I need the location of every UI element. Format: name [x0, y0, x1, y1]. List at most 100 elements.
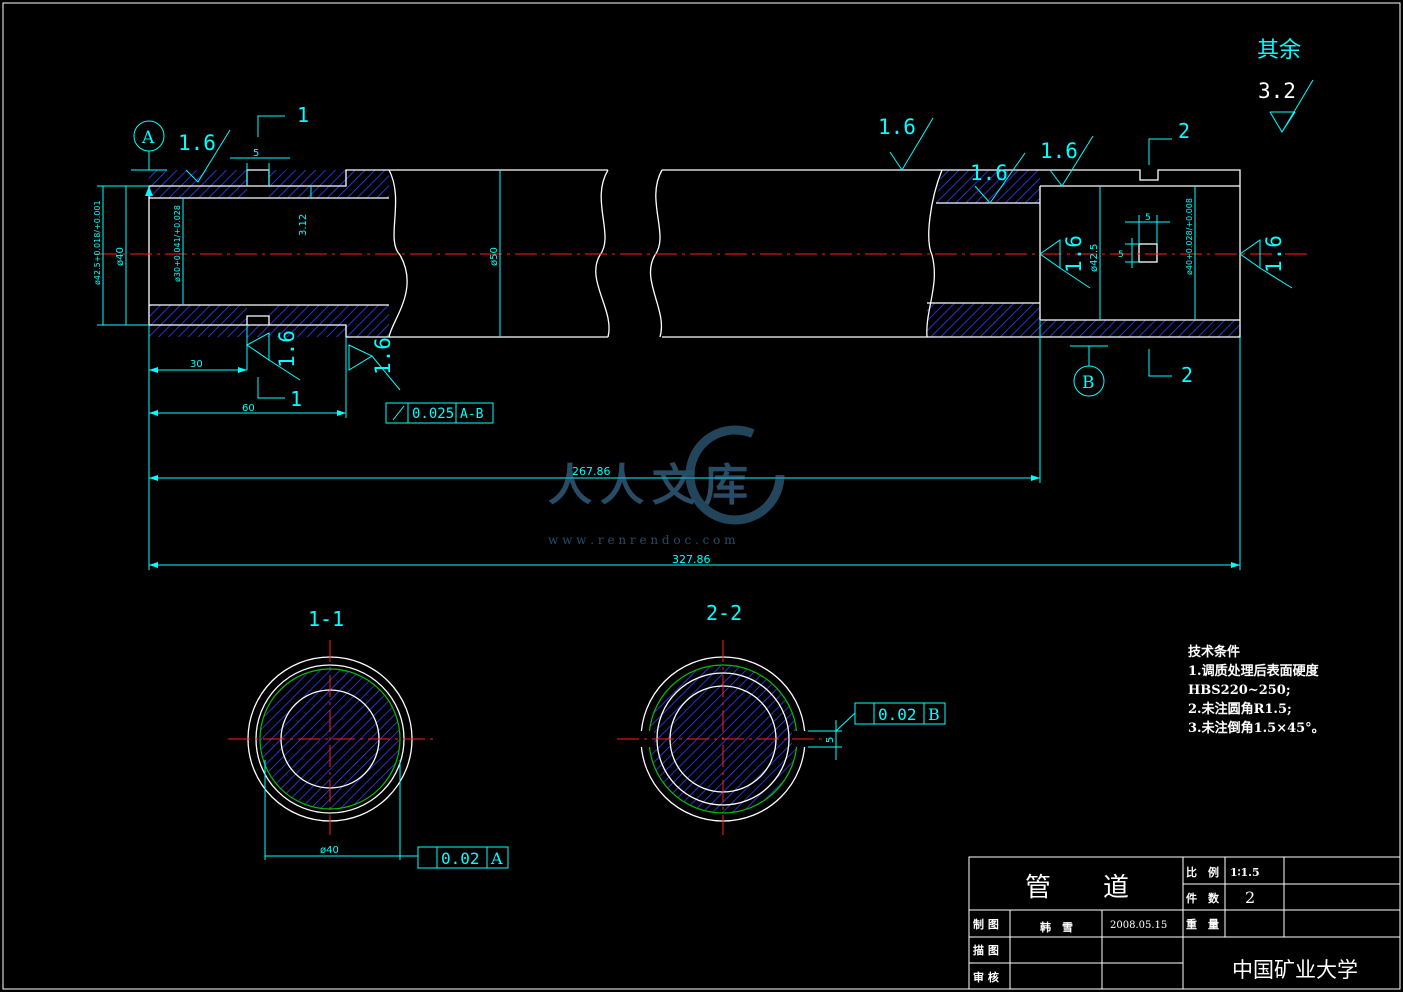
dim-32786-label: 327.86 — [672, 553, 711, 566]
section1-tol-datum: A — [490, 849, 503, 868]
title-block-columns — [1009, 857, 1285, 989]
title-block: 管 道 比 例 1∶1.5 件 数 2 重 量 制 图 韩 雪 2008.05.… — [968, 856, 1401, 990]
section-2-bottom-label: 2 — [1181, 363, 1193, 387]
roughness-symbol — [1049, 135, 1094, 187]
watermark-url: w w w . r e n r e n d o c . c o m — [548, 533, 736, 547]
dim-5-right — [1125, 215, 1170, 244]
arrow — [149, 410, 158, 416]
hatch-right-top — [936, 170, 1240, 203]
tech-note-line: 2.未注圆角R1.5; — [1188, 701, 1292, 717]
scale-value: 1∶1.5 — [1230, 866, 1260, 879]
section-view-2: 2-2 5 0.02 B — [617, 601, 946, 835]
scale-label: 比 例 — [1186, 865, 1219, 879]
dim-d50-label: ø50 — [489, 247, 500, 266]
drawn-name: 韩 雪 — [1040, 920, 1073, 934]
break-line-b — [595, 169, 610, 338]
arrow — [1031, 475, 1040, 481]
runout-datum: A-B — [460, 407, 484, 422]
section-marker-1-top — [257, 115, 285, 137]
keyway-2 — [1138, 243, 1158, 263]
right-bore-lines — [927, 202, 1040, 304]
roughness-symbol — [185, 129, 231, 183]
section-1-top-label: 1 — [297, 103, 309, 127]
surface-note-label: 其余 — [1257, 38, 1301, 63]
dim-5-left — [1125, 238, 1139, 268]
dim-26786 — [149, 320, 1041, 483]
runout-value: 0.025 — [412, 406, 454, 422]
dim-d40-label: ø40 — [115, 247, 126, 266]
section2-title: 2-2 — [706, 601, 742, 625]
right-outer-lines — [662, 169, 1241, 338]
dim-5-left-label: 5 — [1118, 250, 1124, 260]
dim-60-label: 60 — [242, 403, 255, 414]
roughness-value: 1.6 — [1062, 235, 1086, 273]
section-marker-2-bottom — [1148, 349, 1172, 377]
dim-d30-tol-label: ø30+0.041/+0.028 — [173, 205, 182, 282]
break-line-d — [926, 169, 943, 338]
dim-60 — [149, 337, 347, 418]
weight-label: 重 量 — [1186, 917, 1219, 931]
section-2-top-label: 2 — [1178, 119, 1190, 143]
surface-note-value: 3.2 — [1258, 79, 1296, 103]
roughness-symbol — [889, 117, 934, 171]
right-counterbore — [1039, 185, 1240, 321]
checked-label: 审 核 — [973, 970, 999, 984]
section2-tol-dividers — [873, 703, 925, 724]
dim-d425-tol-label: ø42.5+0.018/+0.001 — [93, 200, 102, 285]
section-view-1: 1-1 ø40 0.02 A — [228, 607, 509, 869]
arrow — [149, 367, 158, 373]
roughness-value: 1.6 — [1040, 139, 1078, 163]
dim-30 — [148, 325, 248, 570]
section1-tol-frame — [417, 846, 509, 869]
datum-b-label: B — [1082, 373, 1095, 393]
roughness-value: 1.6 — [1262, 235, 1286, 273]
roughness-value: 1.6 — [970, 161, 1008, 185]
watermark-logo — [685, 425, 785, 525]
runout-frame — [385, 402, 494, 424]
roughness-symbol — [1239, 239, 1293, 289]
dim-5-top — [230, 157, 290, 186]
runout-frame-divider — [392, 403, 457, 423]
roughness-symbol — [974, 152, 1026, 204]
qty-label: 件 数 — [1186, 891, 1220, 905]
dim-312-label: 3.12 — [298, 214, 309, 236]
section-marker-1-bottom — [257, 377, 285, 399]
dim-5-top-label: 5 — [253, 148, 259, 159]
section2-tol-datum: B — [928, 705, 940, 724]
datum-a-leader — [131, 151, 167, 171]
arrow — [1231, 562, 1240, 568]
tech-notes-title: 技术条件 — [1188, 644, 1240, 660]
section1-tol-value: 0.02 — [441, 849, 480, 868]
section2-dim-5 — [808, 712, 856, 760]
dim-d425-right-label: ø42.5 — [1089, 244, 1100, 272]
roughness-value: 1.6 — [371, 337, 395, 375]
section2-tol-value: 0.02 — [878, 705, 917, 724]
watermark-brand: 人人文库 — [548, 460, 756, 511]
roughness-value: 1.6 — [878, 115, 916, 139]
roughness-value: 1.6 — [178, 131, 216, 155]
tech-note-line: 1.调质处理后表面硬度 — [1188, 663, 1320, 679]
dim-26786-label: 267.86 — [572, 465, 611, 478]
section-1-bottom-label: 1 — [290, 387, 302, 411]
section2-tol-frame — [854, 702, 946, 725]
drawn-label: 制 图 — [973, 917, 999, 931]
title-block-frame — [968, 856, 1401, 990]
dim-32786 — [149, 337, 1241, 570]
tech-note-line: HBS220~250; — [1188, 683, 1291, 698]
dim-5-right-label: 5 — [1145, 213, 1151, 223]
dim-d40-right-tol-label: ø40+0.028/+0.008 — [1185, 198, 1194, 275]
school-name: 中国矿业大学 — [1232, 958, 1358, 982]
arrow — [145, 186, 153, 196]
dim-d425-left — [97, 185, 149, 326]
main-view — [95, 79, 1314, 570]
drawn-date: 2008.05.15 — [1110, 920, 1167, 931]
break-line-c — [649, 169, 663, 338]
left-bore-lines — [149, 197, 389, 306]
section2-dim-5-label: 5 — [825, 737, 836, 743]
section1-d40-label: ø40 — [320, 845, 339, 856]
roughness-symbol-general — [1269, 79, 1314, 133]
arrow — [238, 367, 247, 373]
arrow — [149, 475, 158, 481]
